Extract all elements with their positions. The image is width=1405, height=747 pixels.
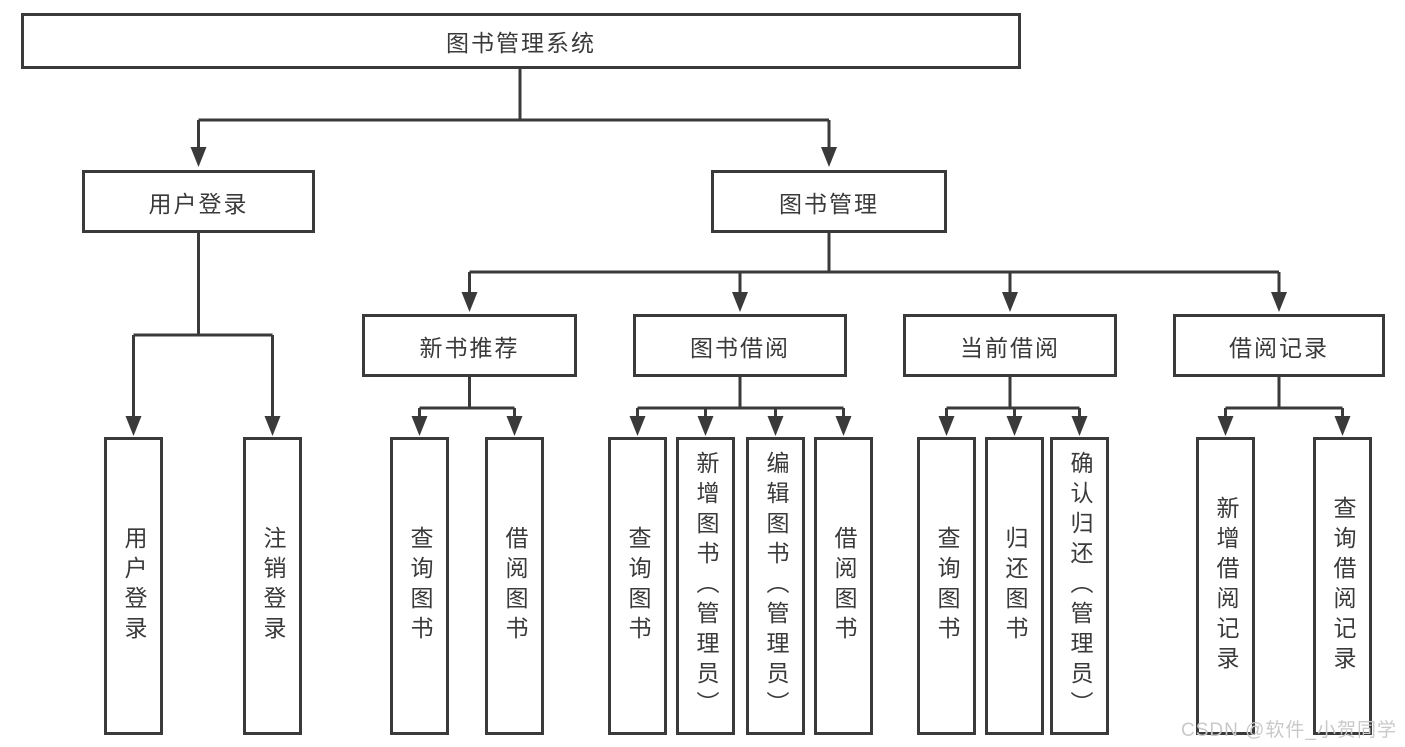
leaf-label: 用户登录	[121, 526, 147, 646]
leaf-label: 新增图书（管理员）	[693, 451, 719, 721]
leaf-label: 查询图书	[625, 526, 651, 646]
node-new-book-recommendation: 新书推荐	[362, 314, 577, 377]
node-label: 图书借阅	[690, 334, 790, 361]
connector-current-borrowing-to-leaves	[938, 377, 1088, 436]
node-label: 图书管理系统	[446, 30, 596, 56]
node-borrowing-records: 借阅记录	[1173, 314, 1385, 377]
leaf-add-book-admin: 新增图书（管理员）	[676, 437, 735, 735]
leaf-label: 查询借阅记录	[1330, 496, 1356, 676]
leaf-query-borrow-record: 查询借阅记录	[1313, 437, 1372, 735]
leaf-label: 注销登录	[260, 526, 286, 646]
leaf-query-books-borrowing: 查询图书	[608, 437, 667, 735]
watermark: CSDN @软件_小贺同学	[1181, 720, 1397, 741]
leaf-label: 查询图书	[934, 526, 960, 646]
connector-root-to-level2	[190, 69, 837, 167]
node-library-management-system: 图书管理系统	[21, 13, 1021, 69]
connector-borrowing-records-to-leaves	[1217, 377, 1351, 436]
leaf-return-books: 归还图书	[985, 437, 1044, 735]
leaf-label: 借阅图书	[831, 526, 857, 646]
leaf-confirm-return-admin: 确认归还（管理员）	[1050, 437, 1109, 735]
node-user-login: 用户登录	[82, 170, 315, 233]
leaf-label: 编辑图书（管理员）	[763, 451, 789, 721]
leaf-label: 新增借阅记录	[1213, 496, 1239, 676]
leaf-label: 归还图书	[1002, 526, 1028, 646]
leaf-borrow-books-borrowing: 借阅图书	[814, 437, 873, 735]
node-book-management: 图书管理	[711, 170, 947, 233]
leaf-label: 确认归还（管理员）	[1067, 451, 1093, 721]
node-book-borrowing: 图书借阅	[633, 314, 847, 377]
node-current-borrowing: 当前借阅	[903, 314, 1117, 377]
connector-book-borrowing-to-leaves	[629, 377, 852, 436]
leaf-borrow-books-recommend: 借阅图书	[485, 437, 544, 735]
leaf-user-login: 用户登录	[104, 437, 163, 735]
connector-new-book-recommendation-to-leaves	[411, 377, 523, 436]
leaf-query-books-current: 查询图书	[917, 437, 976, 735]
leaf-edit-book-admin: 编辑图书（管理员）	[746, 437, 805, 735]
node-label: 新书推荐	[419, 334, 520, 361]
node-label: 当前借阅	[960, 334, 1060, 361]
node-label: 用户登录	[148, 190, 249, 217]
node-label: 借阅记录	[1229, 334, 1329, 361]
connector-user-login-to-leaves	[125, 233, 281, 436]
leaf-label: 借阅图书	[502, 526, 528, 646]
node-label: 图书管理	[779, 190, 879, 217]
leaf-label: 查询图书	[407, 526, 433, 646]
leaf-add-borrow-record: 新增借阅记录	[1196, 437, 1255, 735]
leaf-query-books-recommend: 查询图书	[390, 437, 449, 735]
connector-book-management-to-level3	[461, 233, 1287, 312]
leaf-logout: 注销登录	[243, 437, 302, 735]
